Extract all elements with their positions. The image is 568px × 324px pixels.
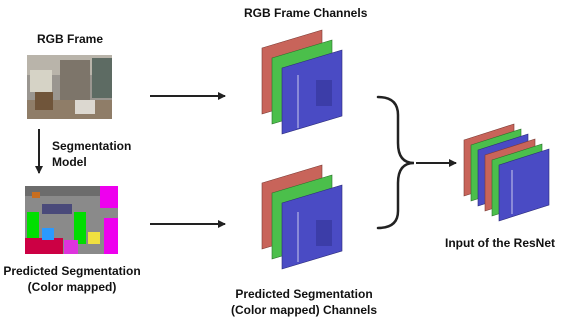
predicted-segmentation-label-line1: Predicted Segmentation [3,264,141,278]
rgb-frame-label: RGB Frame [36,32,104,46]
predicted-channels-label-line2: (Color mapped) Channels [230,303,377,317]
rgb-frame-image [27,55,112,119]
resnet-input-stack [463,123,550,222]
rgb-channel-stack [261,29,343,135]
segmentation-channel-stack [261,164,343,270]
segmentation-model-label-line1: Segmentation [52,139,132,153]
merge-brace [376,95,415,230]
rgb-channels-label: RGB Frame Channels [244,6,368,20]
segmentation-image [25,186,118,254]
predicted-segmentation-label-line2: (Color mapped) [27,280,117,294]
predicted-channels-label-line1: Predicted Segmentation [235,287,373,301]
resnet-input-label: Input of the ResNet [445,236,555,250]
segmentation-model-label-line2: Model [52,155,87,169]
